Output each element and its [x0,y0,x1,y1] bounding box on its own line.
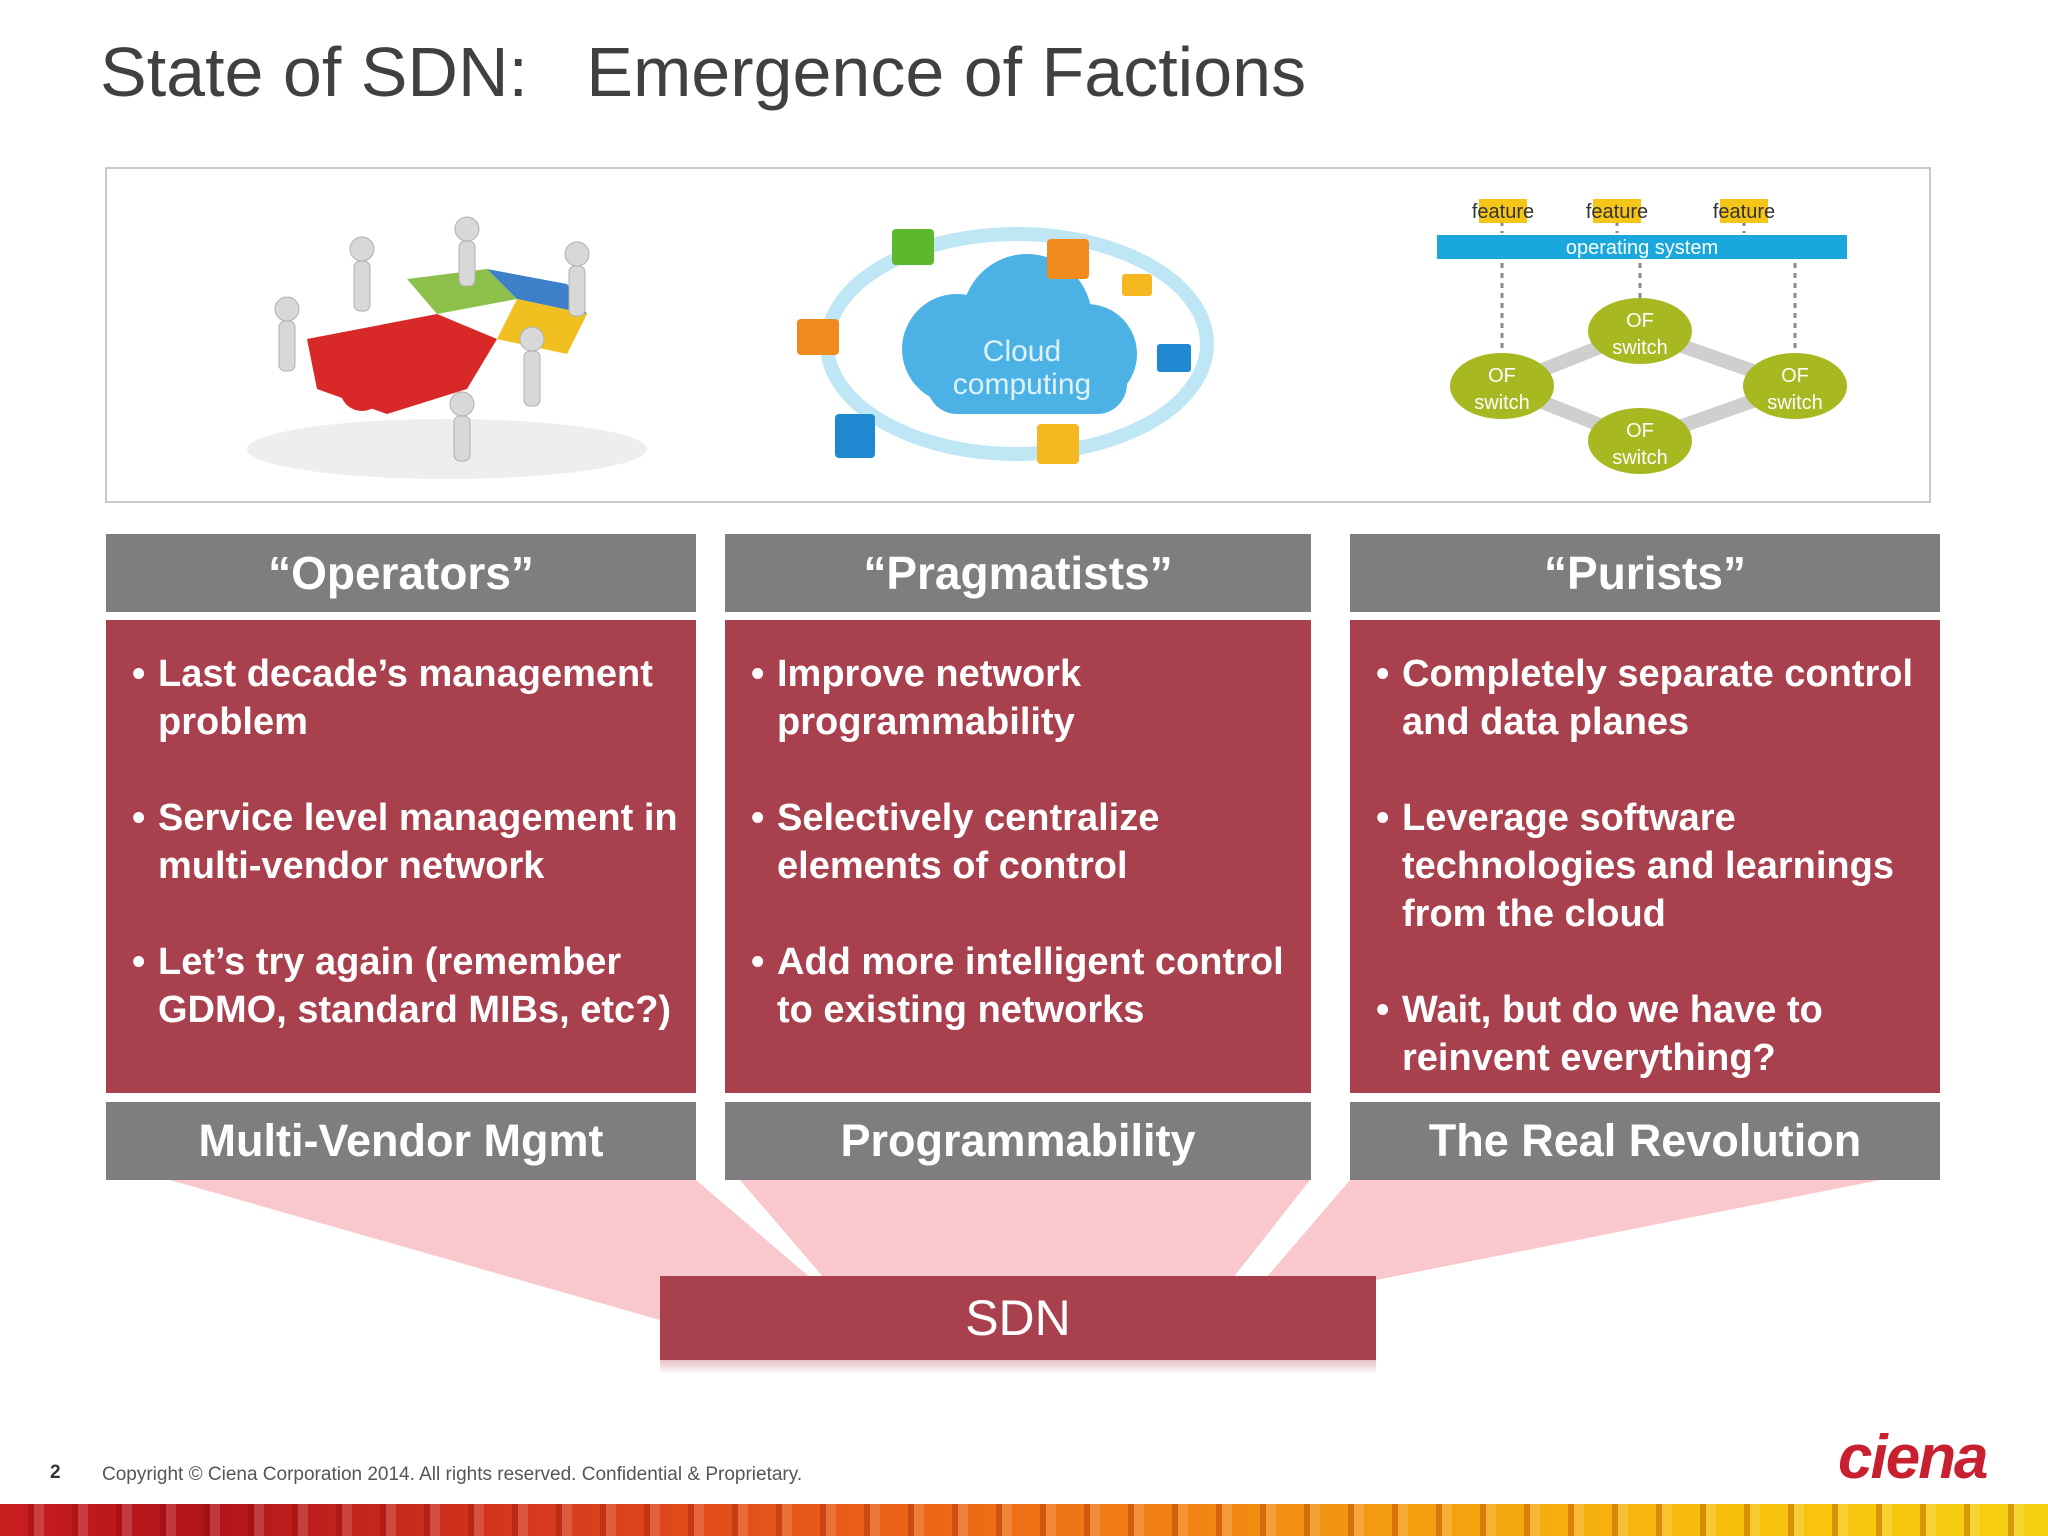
ciena-logo: ciena [1838,1423,1989,1492]
purists-footer: The Real Revolution [1350,1102,1940,1180]
operators-bullet-2: Service level management in multi-vendor… [106,794,696,890]
slide-title: State of SDN: Emergence of Factions [100,33,1307,111]
purists-bullet-1: Completely separate control and data pla… [1350,650,1940,746]
purists-body: Completely separate control and data pla… [1350,620,1940,1093]
feature-label-3: feature [1713,201,1775,223]
switch-bottom-line2: switch [1612,447,1668,469]
switch-right-line2: switch [1767,392,1823,414]
copyright-notice: Copyright © Ciena Corporation 2014. All … [102,1464,803,1485]
operators-body: Last decade’s management problem Service… [106,620,696,1093]
decorative-color-bar-stripes [0,1504,2048,1536]
operators-bullet-3: Let’s try again (remember GDMO, standard… [106,938,696,1034]
pragmatists-body: Improve network programmability Selectiv… [725,620,1311,1093]
operators-footer: Multi-Vendor Mgmt [106,1102,696,1180]
cloud-label-1: Cloud [983,335,1061,368]
pragmatists-bullet-1: Improve network programmability [725,650,1311,746]
purists-bullet-3: Wait, but do we have to reinvent everyth… [1350,986,1940,1082]
purists-header: “Purists” [1350,534,1940,612]
sdn-box: SDN [660,1276,1376,1360]
pragmatists-bullet-2: Selectively centralize elements of contr… [725,794,1311,890]
switch-top-line2: switch [1612,337,1668,359]
switch-top-line1: OF [1626,310,1654,332]
feature-label-2: feature [1586,201,1648,223]
feature-label-1: feature [1472,201,1534,223]
purists-bullet-2: Leverage software technologies and learn… [1350,794,1940,938]
cloud-computing-illustration: Cloud computing [797,227,1214,464]
switch-left-line1: OF [1488,365,1516,387]
operators-bullet-1: Last decade’s management problem [106,650,696,746]
sdn-box-reflection [660,1360,1376,1374]
switch-right-line1: OF [1781,365,1809,387]
openflow-diagram: feature feature feature operating system… [1437,199,1847,474]
switch-left-line2: switch [1474,392,1530,414]
pragmatists-header: “Pragmatists” [725,534,1311,612]
illustration-band: Cloud computing feature feature fe [105,167,1931,503]
puzzle-team-illustration [247,216,647,479]
decorative-color-bar [0,1504,2048,1536]
os-label: operating system [1566,237,1718,259]
pragmatists-bullet-3: Add more intelligent control to existing… [725,938,1311,1034]
page-number: 2 [50,1462,61,1483]
cloud-label-2: computing [953,368,1091,401]
switch-bottom-line1: OF [1626,420,1654,442]
pragmatists-footer: Programmability [725,1102,1311,1180]
operators-header: “Operators” [106,534,696,612]
